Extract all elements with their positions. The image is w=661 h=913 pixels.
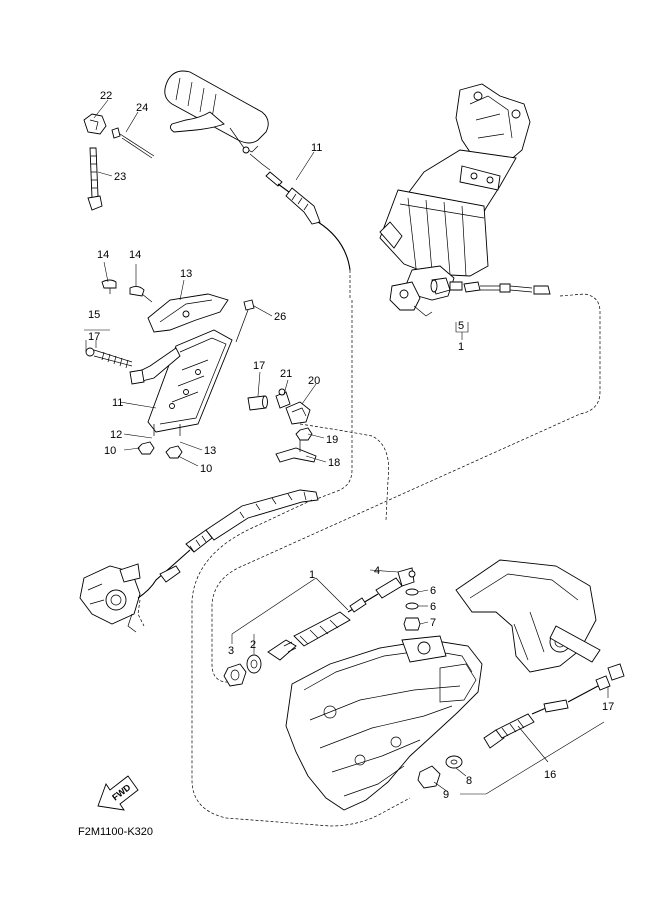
callout-15: 8 — [466, 775, 472, 787]
throttle-cable-part-8 — [265, 171, 353, 501]
callout-6a: 6 — [430, 585, 436, 597]
callout-2: 2 — [250, 639, 256, 651]
callout-13a: 14 — [97, 249, 109, 261]
callout-14a: 15 — [88, 309, 100, 321]
callout-11b: 13 — [204, 445, 216, 457]
callout-11a: 12 — [110, 429, 122, 441]
cable-connector — [463, 281, 551, 295]
washer-part-6b — [405, 602, 419, 610]
screw-part-25 — [111, 127, 155, 159]
callout-24: 23 — [114, 171, 126, 183]
callout-19: 18 — [328, 457, 340, 469]
callout-9: 11 — [112, 397, 123, 409]
callout-20: 19 — [326, 434, 338, 446]
callout-21: 20 — [308, 375, 320, 387]
callout-5: 5 — [458, 320, 464, 332]
callout-23: 22 — [100, 90, 112, 102]
callout-1b: 1 — [458, 341, 464, 353]
nut-part-10b — [165, 445, 183, 459]
callout-26: 26 — [274, 311, 286, 323]
callout-6b: 6 — [430, 601, 436, 613]
nut-part-16 — [417, 765, 441, 789]
pump-assembly — [79, 563, 141, 633]
leader-lines — [84, 99, 609, 795]
fwd-arrow-icon: FWD — [97, 775, 139, 811]
callout-10a: 10 — [104, 445, 116, 457]
bracket-plate-part-9 — [133, 329, 233, 436]
joint-part-22 — [275, 388, 291, 409]
collar-part-18 — [247, 395, 268, 411]
handlebar-grip — [164, 70, 271, 171]
callout-12: 13 — [180, 268, 192, 280]
callout-22: 21 — [280, 368, 292, 380]
holder-part-21 — [285, 401, 311, 425]
clip-part-23 — [83, 113, 107, 135]
callout-14b: 16 — [544, 769, 556, 781]
steering-cable-part-1 — [267, 567, 416, 661]
callout-13b: 14 — [129, 249, 141, 261]
callout-10b: 10 — [200, 463, 212, 475]
cover-part-12 — [147, 293, 229, 333]
callout-8: 11 — [311, 142, 322, 154]
steering-column — [379, 83, 531, 317]
washer-part-2 — [246, 654, 262, 674]
screw-part-26 — [235, 299, 255, 343]
lever-part-19 — [275, 440, 317, 463]
callout-labels: 22 24 23 11 14 14 13 26 15 17 11 12 10 1… — [88, 90, 614, 801]
steering-cable-part-14 — [483, 663, 625, 749]
screw-part-13b — [129, 285, 153, 303]
cable-tie-part-24 — [87, 147, 103, 211]
washer-part-15 — [445, 755, 463, 769]
callout-3: 3 — [228, 645, 234, 657]
cable-end-part-5 — [430, 277, 463, 295]
figure-code: F2M1100-K320 — [78, 826, 153, 838]
callout-25: 24 — [136, 102, 148, 114]
nozzle — [455, 559, 601, 673]
nut-part-20 — [295, 427, 313, 441]
shift-cable — [137, 489, 319, 627]
callout-4: 4 — [374, 565, 380, 577]
nut-part-7 — [403, 617, 421, 631]
nut-part-3 — [223, 663, 247, 687]
nut-part-10a — [137, 441, 155, 455]
callout-16: 9 — [443, 789, 449, 801]
jet-pump-housing — [285, 635, 483, 811]
callout-18: 17 — [253, 360, 265, 372]
callout-17b: 17 — [602, 701, 614, 713]
washer-part-6a — [405, 588, 419, 596]
callout-7: 7 — [430, 617, 436, 629]
callout-17a: 17 — [88, 331, 100, 343]
bolt-part-14 — [85, 347, 145, 385]
callout-1a: 1 — [309, 569, 315, 581]
screw-part-13a — [101, 279, 117, 294]
